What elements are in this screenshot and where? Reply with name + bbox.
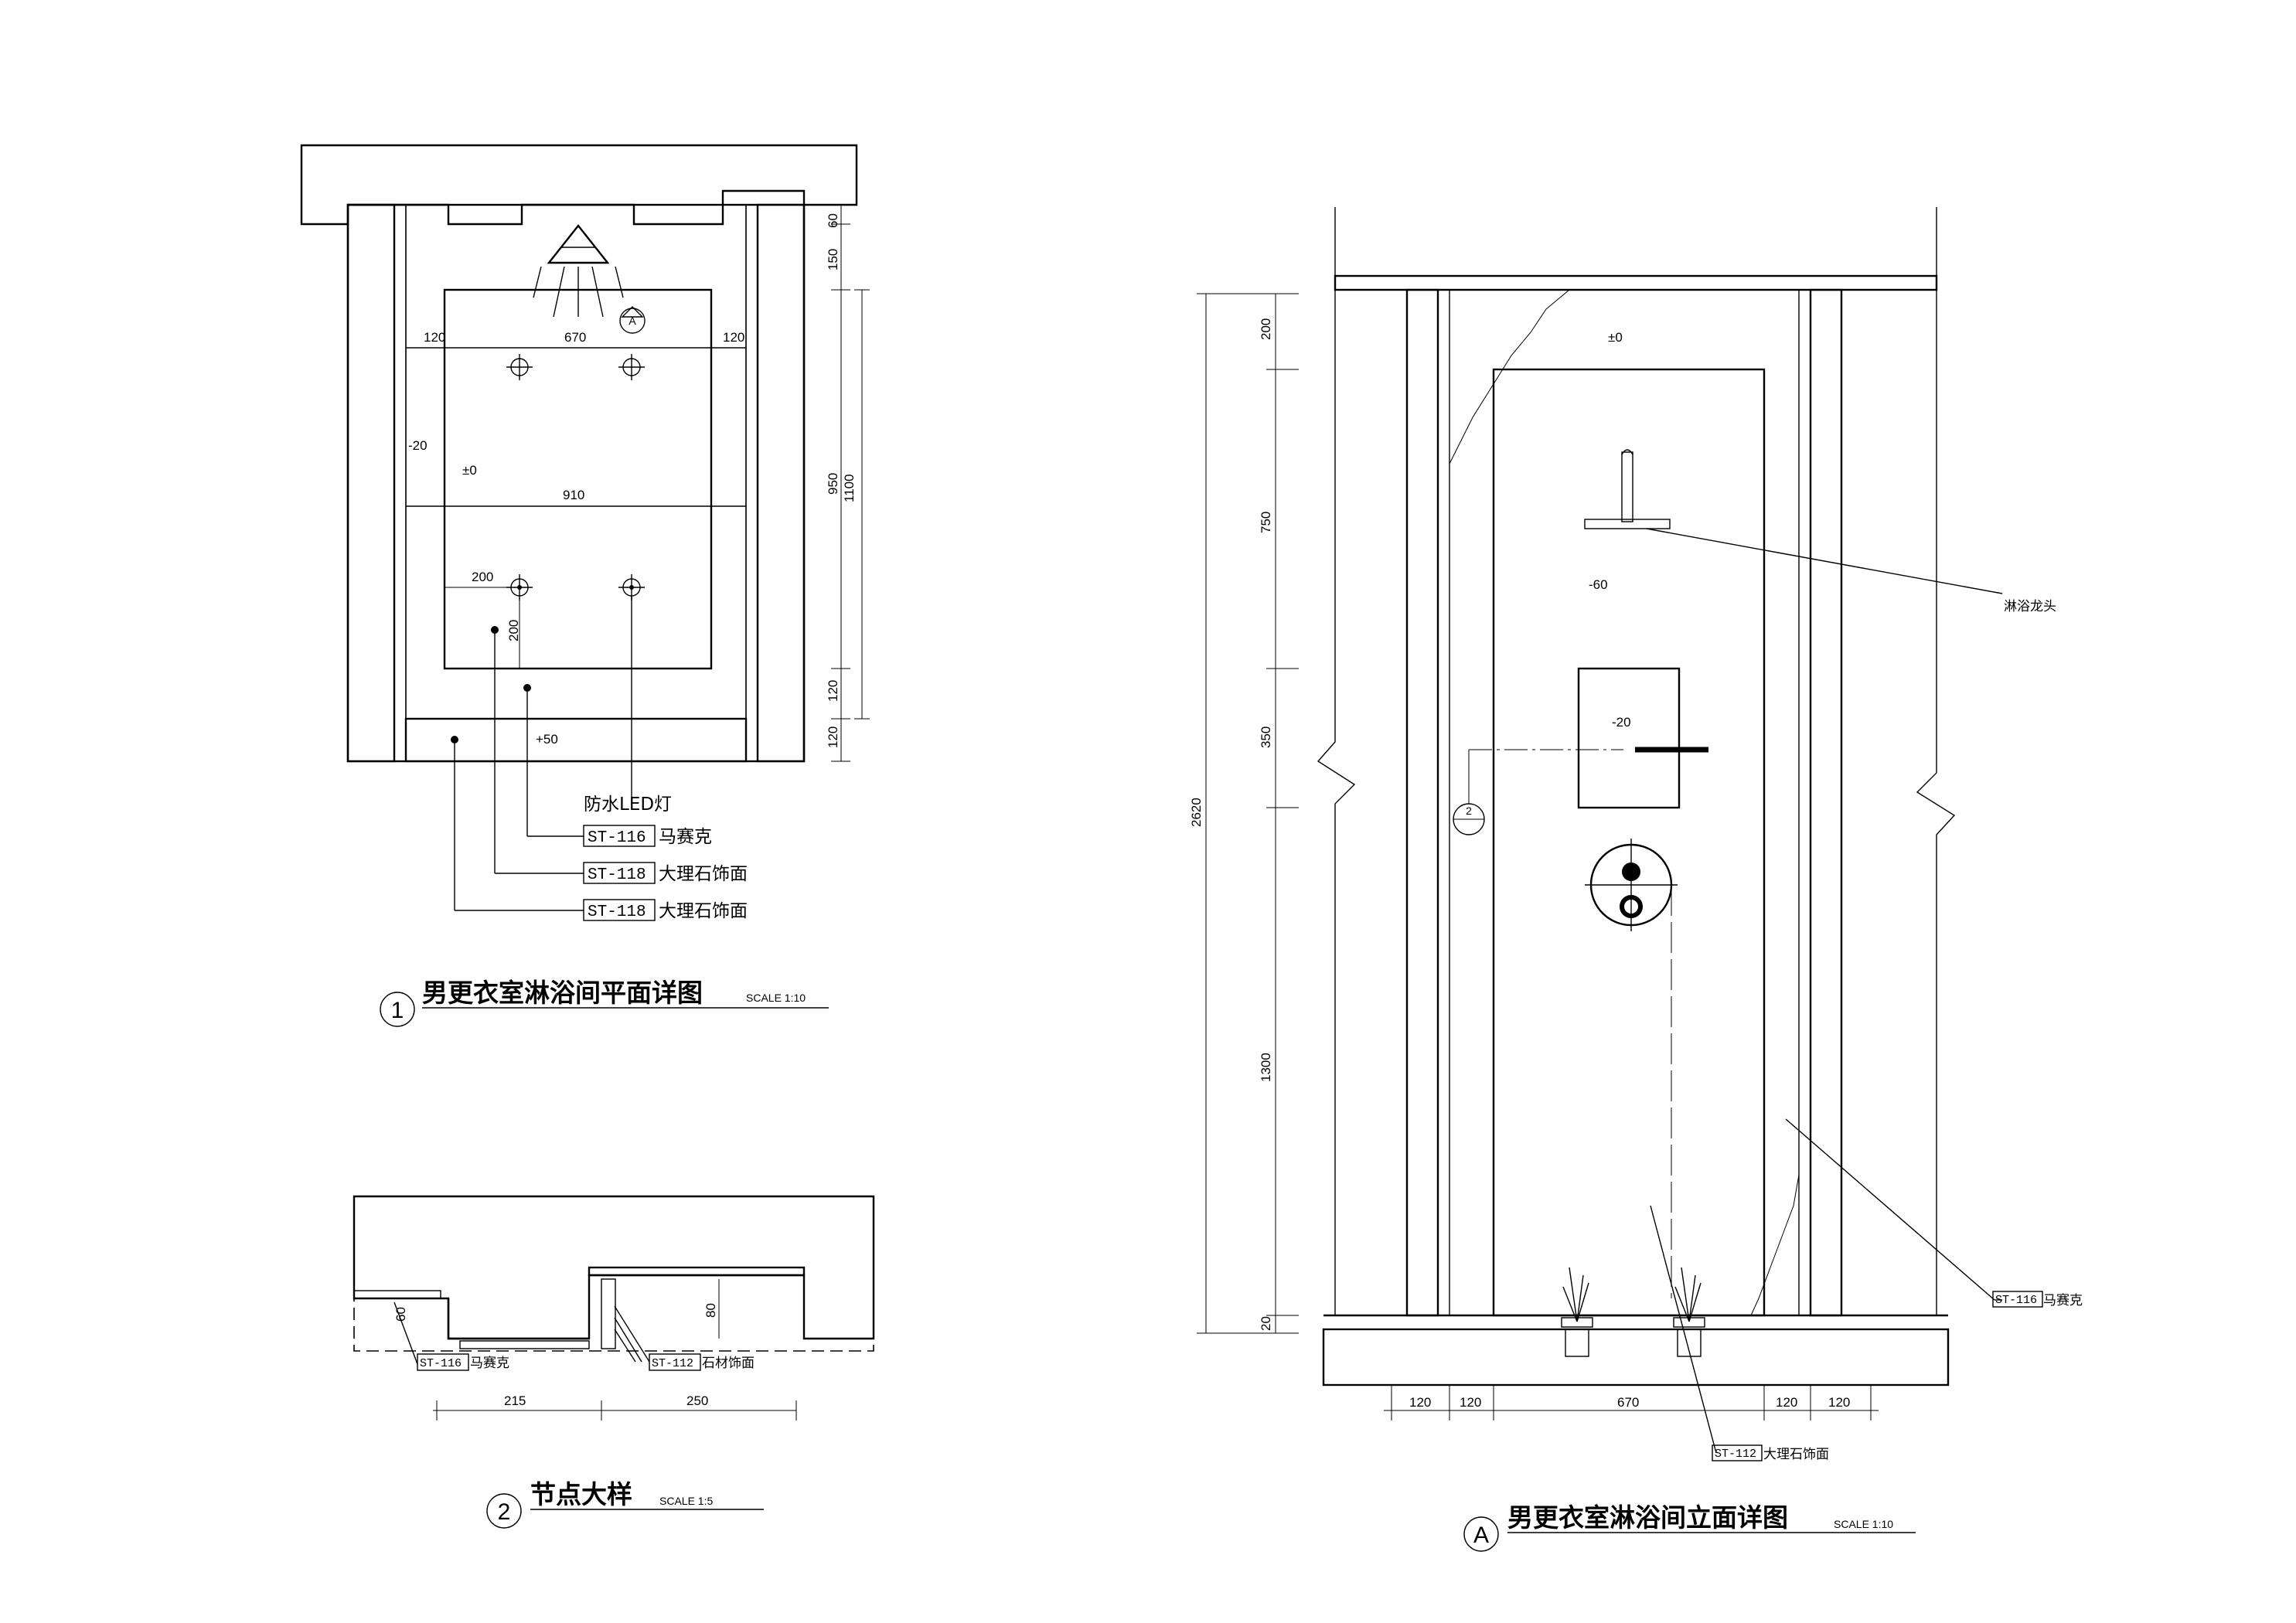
elev-level-minus60: -60	[1589, 577, 1608, 592]
elev-level-minus20: -20	[1612, 715, 1631, 730]
elev-right-wall	[1809, 288, 1843, 1317]
elev-floor-slab	[1322, 1328, 1950, 1387]
elev-bottom-dims	[1384, 1385, 1879, 1421]
elev-dim-b120c: 120	[1776, 1395, 1797, 1410]
elev-level-zero: ±0	[1608, 330, 1623, 345]
node-hatch	[353, 1196, 874, 1352]
plan-level-plus50: +50	[536, 732, 558, 747]
elev-dim-total: 2620	[1189, 798, 1204, 827]
plan-dim-60: 60	[826, 213, 840, 228]
plan-shower-floor	[443, 288, 713, 670]
plan-st118a-code: ST-118	[588, 866, 646, 884]
elev-dim-1300: 1300	[1259, 1053, 1273, 1082]
plan-top-wall	[300, 144, 858, 226]
plan-st116-text: 马赛克	[659, 827, 712, 847]
plan-dim-200-v: 200	[506, 620, 521, 641]
elev-dim-350: 350	[1259, 726, 1273, 748]
elev-left-wall	[1405, 288, 1439, 1317]
plan-st116-code: ST-116	[588, 829, 646, 847]
node-title: 2 节点大样 SCALE 1:5	[486, 1479, 764, 1529]
elev-dim-b670: 670	[1617, 1395, 1639, 1410]
elev-stone-panel	[1492, 368, 1766, 1317]
plan-dim-120-left: 120	[424, 330, 445, 345]
plan-view: A 120 670 120 910 200 200 -20 ±0 +50 60	[300, 144, 870, 1027]
plan-title-scale: SCALE 1:10	[746, 992, 806, 1004]
plan-title-num: 1	[391, 998, 404, 1023]
plan-dim-120b: 120	[826, 726, 840, 748]
plan-dim-150: 150	[826, 249, 840, 270]
elevation-view: 淋浴龙头 2	[1189, 207, 2083, 1552]
plan-st118b-text: 大理石饰面	[659, 901, 748, 921]
plan-title-text: 男更衣室淋浴间平面详图	[422, 978, 703, 1008]
plan-title: 1 男更衣室淋浴间平面详图 SCALE 1:10	[380, 978, 829, 1027]
elev-title: A 男更衣室淋浴间立面详图 SCALE 1:10	[1463, 1502, 1916, 1552]
node-st116-text: 马赛克	[470, 1355, 509, 1370]
plan-dim-120-right: 120	[723, 330, 744, 345]
elev-niche	[1577, 667, 1681, 809]
svg-text:A: A	[629, 315, 636, 327]
node-st112-code: ST-112	[652, 1357, 693, 1370]
plan-right-wall	[756, 203, 806, 763]
node-dim-80: 80	[703, 1303, 718, 1318]
plan-st118a-text: 大理石饰面	[659, 864, 748, 884]
node-st112-text: 石材饰面	[702, 1356, 755, 1370]
plan-leaders	[451, 596, 632, 911]
section-mark-a-icon: A	[619, 306, 646, 334]
node-title-text: 节点大样	[530, 1479, 632, 1509]
elev-dim-200: 200	[1259, 318, 1273, 340]
plan-right-dims	[831, 204, 870, 762]
plan-level-zero: ±0	[462, 463, 477, 478]
led-light-icon	[533, 224, 624, 318]
plan-st118b-code: ST-118	[588, 903, 646, 921]
elev-shower-label: 淋浴龙头	[2004, 599, 2056, 614]
node-dim-250: 250	[686, 1393, 708, 1408]
floor-drain-icon	[1561, 1267, 1705, 1357]
elev-dim-750: 750	[1259, 512, 1273, 533]
elev-st112-text: 大理石饰面	[1763, 1447, 1829, 1461]
elev-dim-b120d: 120	[1828, 1395, 1850, 1410]
elev-title-text: 男更衣室淋浴间立面详图	[1507, 1502, 1788, 1533]
node-st116-code: ST-116	[420, 1357, 462, 1370]
elev-callout-num: 2	[1466, 805, 1472, 817]
plan-left-wall	[346, 203, 396, 763]
plan-drain-markers	[506, 354, 645, 601]
elev-title-num: A	[1473, 1523, 1489, 1548]
elev-st112-code: ST-112	[1715, 1448, 1756, 1461]
plan-dim-200-h: 200	[472, 570, 493, 584]
section-callout-2-icon: 2	[1453, 803, 1485, 835]
plan-dim-1100: 1100	[842, 474, 857, 502]
plan-mosaic	[405, 204, 747, 720]
shower-head-icon	[1584, 449, 1671, 529]
node-dim-215: 215	[504, 1393, 526, 1408]
elev-st116-text: 马赛克	[2043, 1292, 2083, 1308]
elev-dim-b120b: 120	[1460, 1395, 1481, 1410]
plan-outline	[346, 203, 806, 763]
elev-dim-b120a: 120	[1409, 1395, 1431, 1410]
plan-dim-670: 670	[564, 330, 586, 345]
plan-led-label: 防水LED灯	[584, 794, 672, 815]
node-dim-60: 60	[393, 1307, 408, 1322]
mixer-valve-icon	[1585, 839, 1678, 931]
elev-st116-code: ST-116	[1995, 1294, 2037, 1307]
plan-dim-950: 950	[826, 473, 840, 495]
elev-title-scale: SCALE 1:10	[1834, 1518, 1893, 1530]
node-title-num: 2	[498, 1499, 511, 1525]
elev-left-dims	[1197, 293, 1299, 1334]
elev-dim-20: 20	[1259, 1316, 1273, 1331]
plan-level-minus20: -20	[408, 438, 428, 453]
node-title-scale: SCALE 1:5	[659, 1495, 713, 1507]
plan-dim-120a: 120	[826, 680, 840, 702]
node-detail: 60 80 ST-116 马赛克 ST-112 石材饰面 215 250 2 节…	[353, 1195, 875, 1529]
plan-dim-910: 910	[563, 488, 584, 502]
